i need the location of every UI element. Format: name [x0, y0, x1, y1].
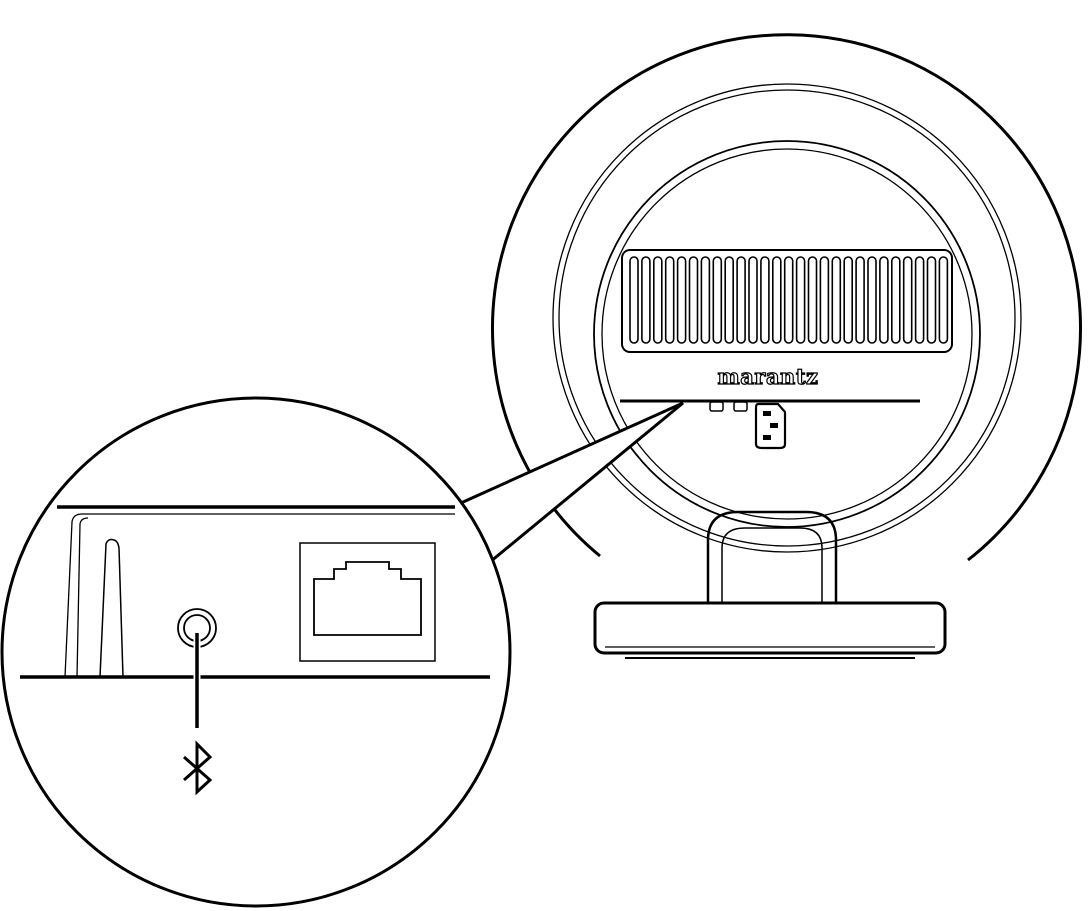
callout-pointer — [451, 401, 684, 564]
grille-slot — [890, 256, 901, 344]
grille-slot — [938, 256, 949, 344]
grille-slot — [879, 256, 889, 344]
grille-slot — [867, 256, 877, 344]
grille-slot — [819, 256, 830, 344]
bluetooth-button — [177, 608, 217, 728]
grille-slot — [700, 256, 711, 344]
grille-slot — [629, 256, 639, 344]
grille-slot — [771, 256, 782, 344]
grille-slot — [664, 256, 675, 344]
grille-slot — [641, 256, 651, 344]
power-inlet — [754, 402, 787, 450]
brand-logo: marantz — [718, 364, 819, 389]
ethernet-port — [299, 542, 436, 662]
grille-slot — [712, 256, 723, 344]
grille-slot — [914, 256, 925, 344]
grille-slot — [795, 256, 806, 344]
grille-slot — [676, 256, 687, 344]
grille-slot — [843, 256, 854, 344]
connector-panel — [620, 399, 920, 412]
bluetooth-icon — [183, 740, 213, 796]
grille-slot — [736, 256, 746, 344]
grille-slot — [926, 256, 937, 344]
stand — [593, 510, 947, 659]
magnified-view — [0, 396, 512, 908]
grille-slot — [902, 256, 913, 344]
speaker-body — [491, 33, 1082, 562]
grille-slot — [831, 256, 842, 344]
rear-grille — [621, 249, 953, 353]
grille-slot — [807, 256, 818, 344]
grille-slot — [783, 256, 794, 344]
grille-slot — [855, 256, 865, 344]
grille-slot — [748, 256, 758, 344]
grille-slot — [652, 256, 663, 344]
grille-slot — [760, 256, 770, 344]
grille-slot — [724, 256, 735, 344]
grille-slot — [688, 256, 699, 344]
